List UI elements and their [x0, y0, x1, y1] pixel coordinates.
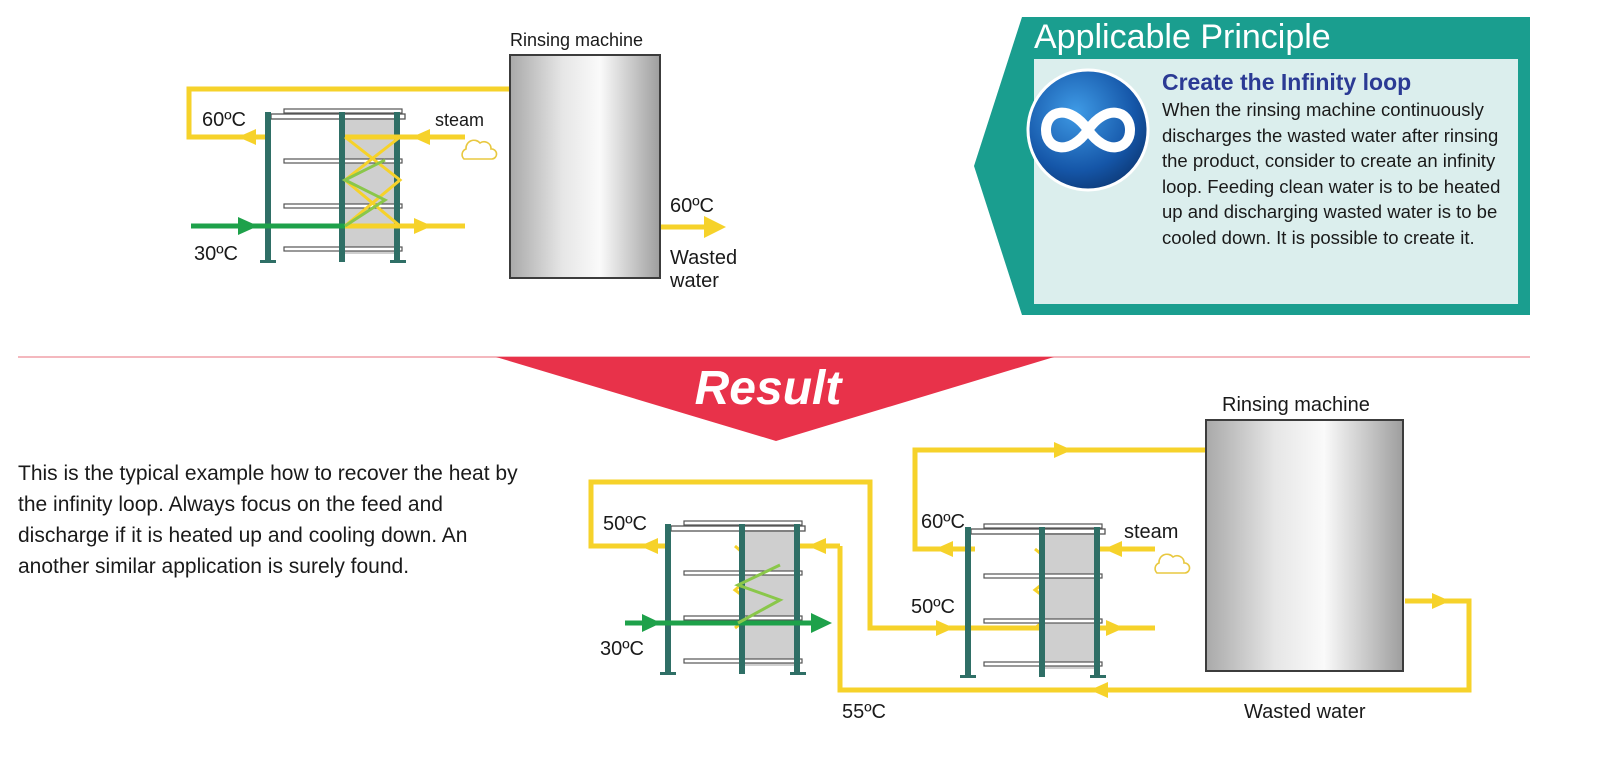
rinsing-machine-tank: [1205, 419, 1404, 672]
steam-cloud-icon: [1154, 553, 1191, 574]
cold-water-pipe: [191, 158, 389, 229]
waste-label-line2: water: [669, 270, 719, 292]
cold-temp-label: 30ºC: [194, 243, 238, 265]
hot-return-pipe: [186, 86, 510, 140]
principle-title: Create the Infinity loop: [1162, 69, 1411, 95]
arrow-right: [642, 614, 661, 632]
result-banner: [496, 357, 1054, 441]
arrow-left: [808, 538, 826, 554]
arrow-right: [811, 613, 832, 633]
after-diagram: Rinsing machine 50ºC 30ºC 60ºC 50ºC stea…: [588, 394, 1472, 723]
return-temp-label: 55ºC: [842, 701, 886, 723]
before-diagram: Rinsing machine 60ºC steam 30ºC 60ºC Was…: [186, 30, 737, 292]
rinsing-machine-tank: [509, 54, 661, 279]
arrow-right: [414, 218, 432, 234]
arrow-right: [238, 217, 258, 235]
hot-temp-label: 60ºC: [202, 109, 246, 131]
steam-label: steam: [1124, 521, 1178, 543]
arrow-left: [238, 129, 256, 145]
waste-label: Wasted water: [1244, 701, 1366, 723]
heat-exchanger: [259, 108, 407, 264]
principle-panel: Applicable Principle Create the Infinity…: [974, 17, 1530, 315]
arrow-left: [1104, 541, 1122, 557]
arrow-left: [1090, 682, 1108, 698]
hx2-in-temp-label: 50ºC: [911, 596, 955, 618]
infinity-icon: [1026, 68, 1150, 192]
steam-cloud-icon: [461, 139, 498, 160]
arrow-left: [640, 538, 658, 554]
machine-label: Rinsing machine: [1222, 394, 1370, 416]
hx1-cold-temp-label: 30ºC: [600, 638, 644, 660]
description-text: This is the typical example how to recov…: [18, 462, 518, 578]
principle-body-text: When the rinsing machine continuously di…: [1162, 99, 1501, 248]
hx1-out-temp-label: 50ºC: [603, 513, 647, 535]
arrow-right: [1054, 442, 1072, 458]
arrow-right: [1106, 620, 1124, 636]
machine-label: Rinsing machine: [510, 30, 643, 50]
arrow-right: [936, 620, 954, 636]
steam-label: steam: [435, 110, 484, 130]
arrow-right: [704, 216, 726, 238]
hx2-out-temp-label: 60ºC: [921, 511, 965, 533]
heat-exchanger-2: [959, 523, 1107, 679]
arrow-left: [935, 541, 953, 557]
waste-label-line1: Wasted: [670, 247, 737, 269]
heat-exchanger-1: [659, 520, 807, 676]
principle-heading: Applicable Principle: [1034, 18, 1331, 56]
arrow-left: [412, 129, 430, 145]
result-label: Result: [695, 362, 844, 415]
arrow-right: [1432, 593, 1450, 609]
waste-temp-label: 60ºC: [670, 195, 714, 217]
